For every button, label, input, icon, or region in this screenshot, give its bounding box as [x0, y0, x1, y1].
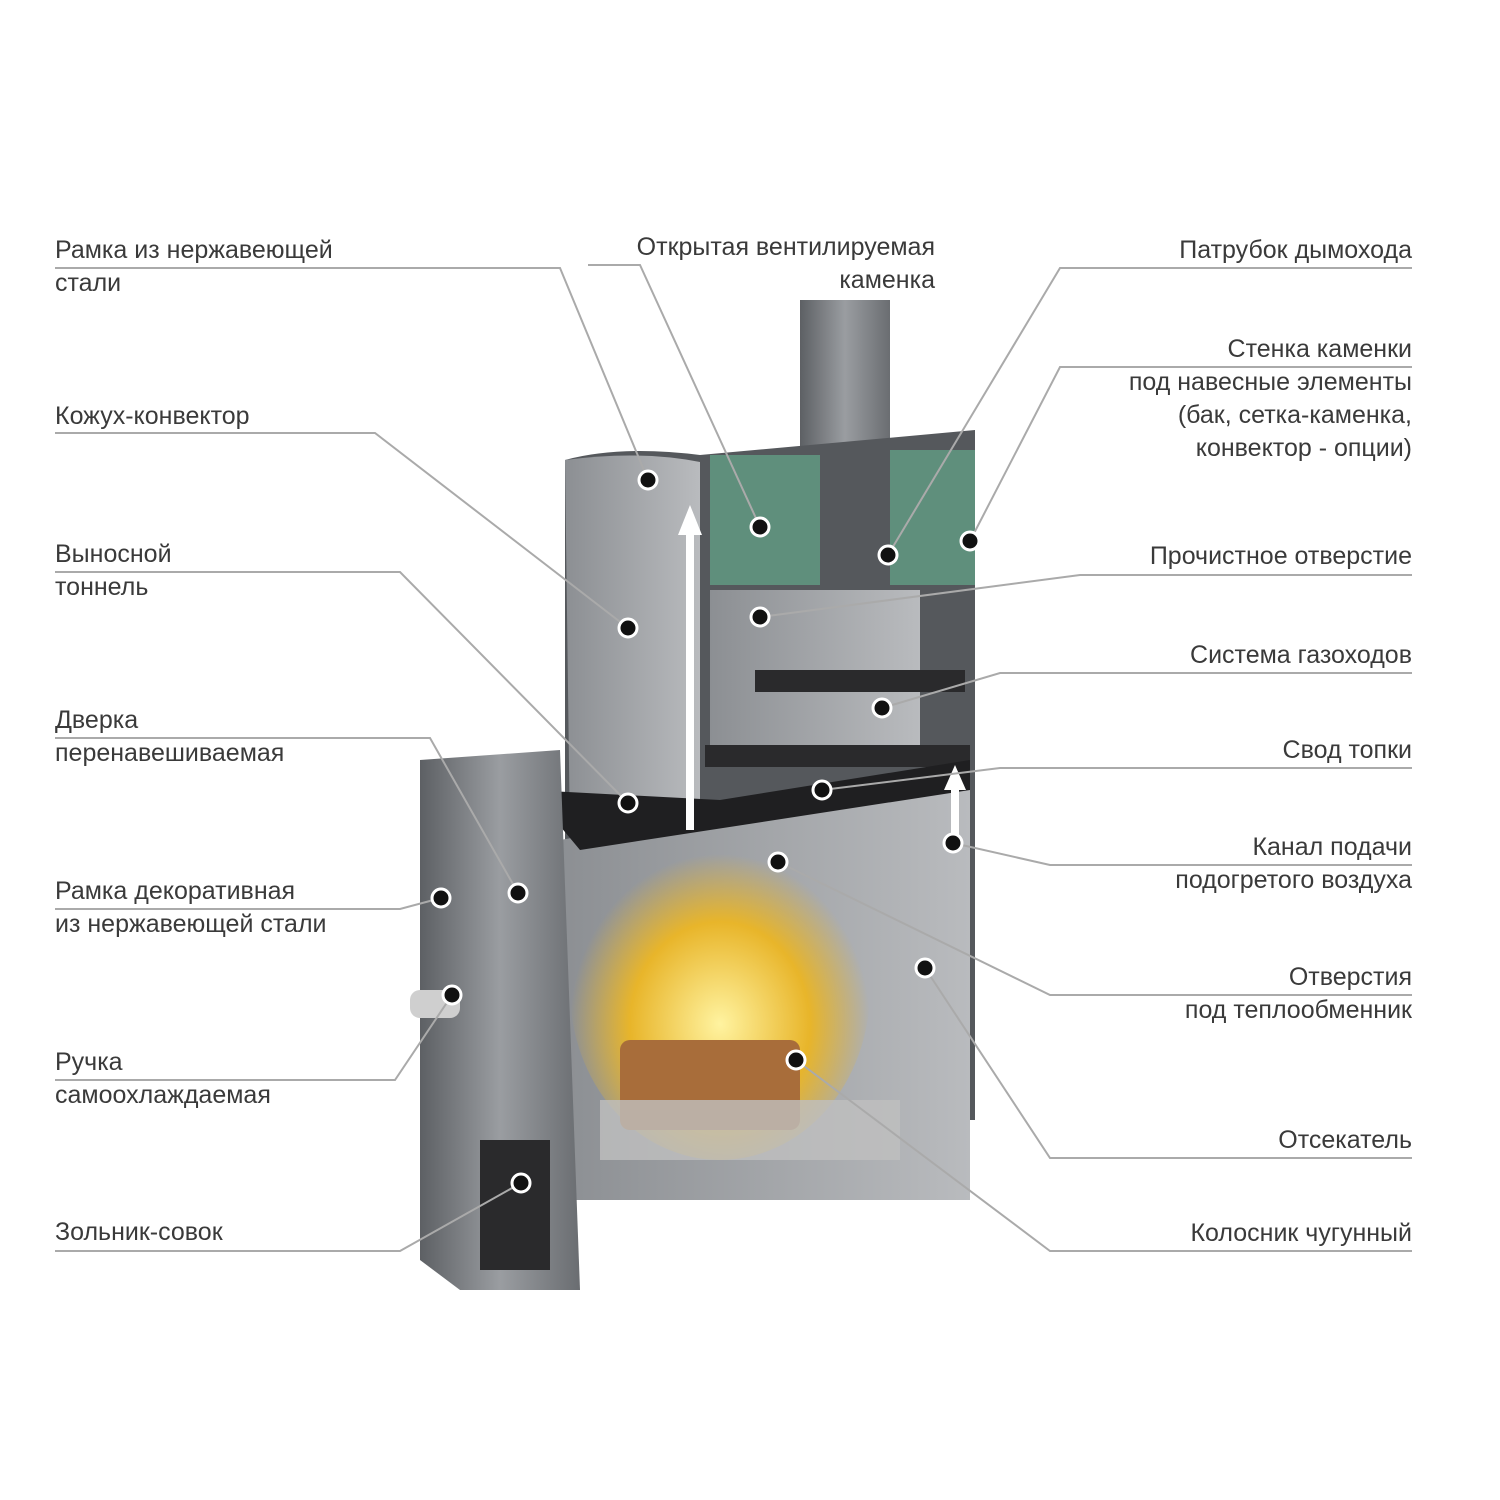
- label-flue-system: Система газоходов: [1190, 641, 1412, 669]
- label-firebox-vault: Свод топки: [1282, 736, 1412, 764]
- tunnel-box: [565, 455, 700, 840]
- label-ash-pan: Зольник-совок: [55, 1218, 223, 1246]
- label-chimney-pipe: Патрубок дымохода: [1179, 236, 1412, 264]
- firebox-top: [530, 760, 970, 850]
- stones-right: [890, 450, 975, 585]
- label-convector-casing: Кожух-конвектор: [55, 402, 250, 430]
- label-cutoff: Отсекатель: [1278, 1126, 1412, 1154]
- grate: [600, 1100, 900, 1160]
- ash-pan: [480, 1140, 550, 1270]
- label-cast-iron-grate: Колосник чугунный: [1190, 1219, 1412, 1247]
- label-cleaning-hole: Прочистное отверстие: [1149, 542, 1412, 570]
- leader-lines: [55, 264, 1412, 1252]
- callout-dots: [430, 469, 981, 1194]
